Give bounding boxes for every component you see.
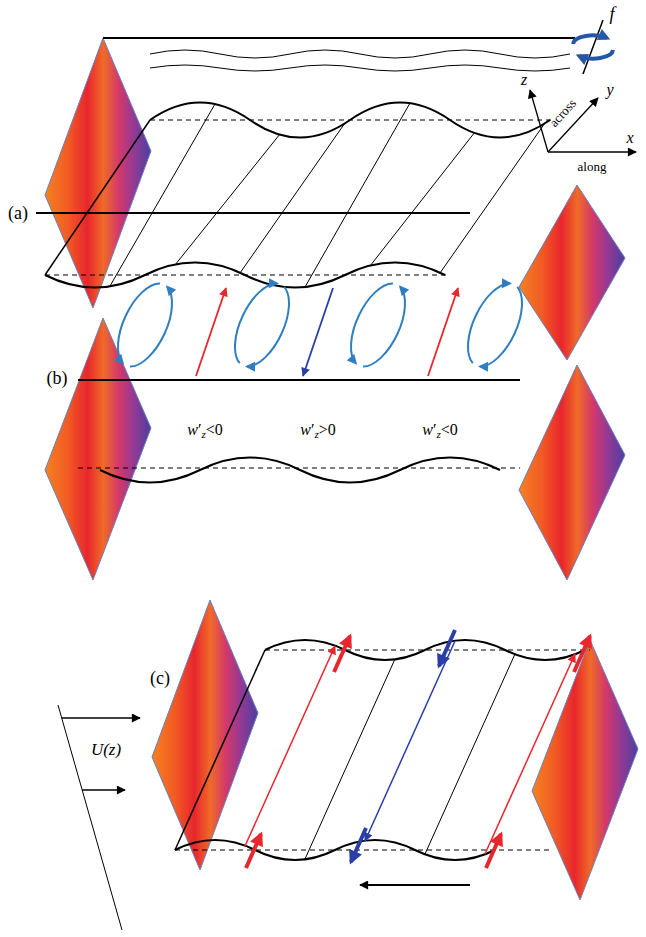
wave-channel: [150, 120, 555, 121]
end-slab: [45, 318, 151, 580]
velocity-arrow: [334, 636, 350, 672]
vortex-roll: [457, 276, 533, 374]
rotation-symbol: [579, 50, 613, 59]
vorticity-label: w′z<0: [422, 421, 458, 439]
vortex-roll: [457, 276, 510, 363]
panel-letter: (a): [8, 203, 28, 224]
roll-panel: [100, 458, 500, 483]
vortex-roll: [224, 276, 277, 363]
sheared-channel: [425, 654, 515, 854]
vortex-roll: [340, 276, 393, 363]
end-slab: [519, 185, 625, 360]
wave-channel: [175, 134, 280, 265]
wave-channel: [305, 103, 410, 287]
vortex-roll: [363, 287, 416, 374]
end-slab: [532, 640, 638, 900]
axis-label: y: [606, 81, 613, 99]
axis-caption: along: [578, 160, 607, 175]
wave-channel: [240, 123, 345, 273]
roll-panel: [78, 380, 520, 483]
vorticity-arrow: [428, 288, 458, 376]
wave-channel: [45, 120, 150, 275]
vorticity-arrow: [196, 288, 226, 376]
sheared-channel: [265, 650, 590, 651]
shear-profile: [82, 789, 125, 791]
sheared-channel: [360, 884, 470, 886]
vortex-roll: [130, 287, 183, 374]
wave-channel: [110, 104, 215, 286]
vortex-roll: [247, 287, 300, 374]
wave-channel: [36, 212, 470, 214]
velocity-arrow: [245, 646, 335, 846]
roll-panel: [78, 468, 520, 469]
vorticity-arrow: [303, 288, 333, 376]
vortex-roll: [480, 287, 533, 374]
coordinate-axes: [548, 151, 636, 152]
velocity-arrow: [246, 834, 261, 868]
end-slab: [45, 38, 638, 900]
shear-profile: [58, 705, 122, 930]
end-slab: [45, 38, 151, 308]
panel-letter: (c): [150, 668, 170, 689]
vortex-roll: [107, 276, 183, 374]
vortex-roll: [107, 276, 160, 363]
coordinate-axes: [530, 90, 548, 152]
shear-profile: [62, 717, 140, 719]
velocity-arrow: [574, 636, 590, 672]
velocity-arrow: [351, 828, 366, 862]
wave-channel: [440, 123, 545, 273]
sheared-channel: [175, 640, 590, 885]
rotation-symbol: [573, 20, 613, 74]
velocity-arrow: [486, 834, 501, 868]
end-slab: [519, 365, 625, 580]
rotation-label: f: [609, 4, 614, 25]
axis-label: z: [521, 71, 527, 89]
axis-label: x: [626, 129, 633, 147]
wave-channel: [150, 50, 570, 58]
panel-letter: (b): [47, 368, 68, 389]
velocity-arrow: [365, 641, 455, 841]
vortex-roll: [224, 276, 300, 374]
wave-channel: [36, 38, 575, 288]
vorticity-label: w′z<0: [187, 421, 223, 439]
sheared-channel: [305, 659, 395, 859]
roll-panel: [78, 379, 520, 381]
velocity-arrow: [245, 630, 590, 868]
vortex-roll: [340, 276, 416, 374]
rotation-symbol: [573, 35, 607, 44]
wave-channel: [103, 37, 575, 39]
vorticity-label: w′z>0: [300, 421, 336, 439]
velocity-arrow: [439, 630, 455, 666]
velocity-label: U(z): [91, 740, 121, 760]
shear-profile: [58, 705, 140, 930]
wave-channel: [45, 275, 450, 276]
end-slab: [152, 600, 258, 870]
axis-caption: across: [547, 96, 580, 130]
vorticity-arrow: [196, 288, 458, 376]
sheared-channel: [175, 650, 265, 850]
velocity-arrow: [485, 654, 575, 854]
wave-channel: [150, 65, 570, 71]
coordinate-axes: [530, 90, 636, 152]
rotation-symbol: [583, 20, 603, 74]
